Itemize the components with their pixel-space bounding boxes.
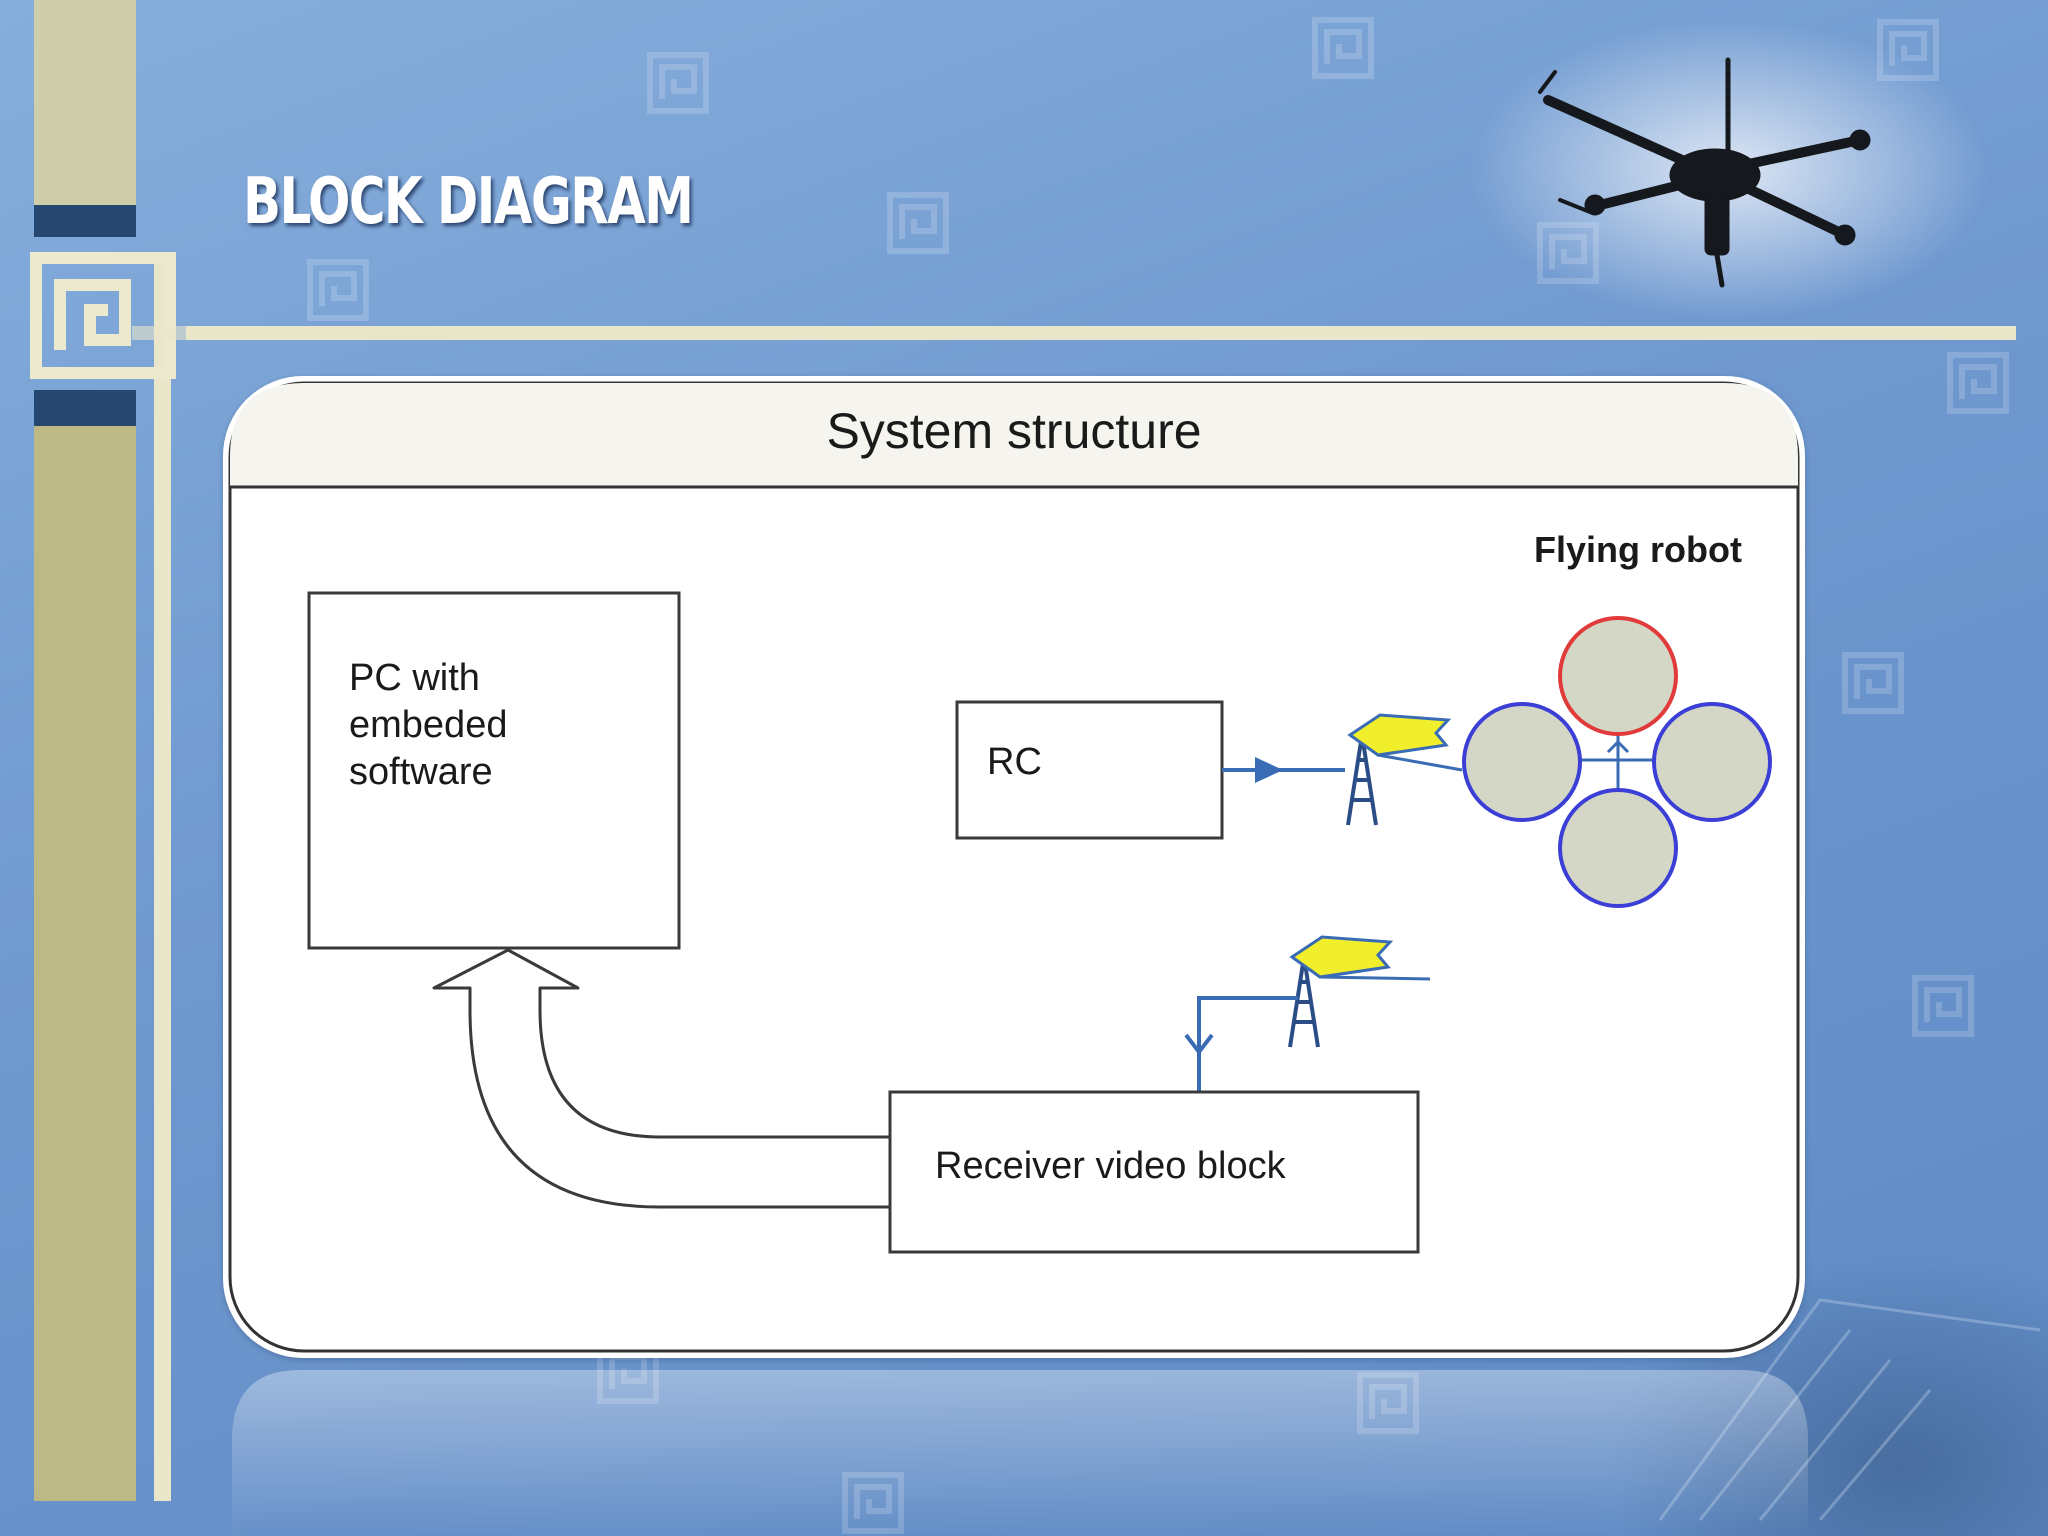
receiver-video-block-label: Receiver video block	[935, 1145, 1287, 1187]
header-rule	[186, 326, 2016, 340]
quadcopter-photo-icon	[1470, 20, 1990, 320]
antenna-tower-icon	[1346, 713, 1463, 826]
rotor-front	[1558, 616, 1678, 736]
rotor-right	[1652, 702, 1772, 822]
diagram-reflection	[232, 1370, 1808, 1536]
left-sidebar	[30, 0, 176, 1501]
rotor-left	[1462, 702, 1582, 822]
diagram-header: System structure	[826, 403, 1201, 459]
rc-block-label: RC	[987, 741, 1042, 783]
slide-title: BLOCK DIAGRAM	[243, 165, 694, 239]
rc-transmit-arrow	[1222, 757, 1345, 783]
pc-block-label-line-1: PC with	[349, 657, 480, 699]
receive-arrow	[1184, 996, 1298, 1092]
pc-block-label-line-2: embeded	[349, 704, 507, 746]
flying-robot-schematic	[1462, 616, 1772, 908]
antenna-tower-icon	[1288, 935, 1431, 1048]
flying-robot-label: Flying robot	[1534, 529, 1742, 570]
video-feed-arrow	[432, 948, 890, 1209]
rc-block: RC	[955, 700, 1224, 840]
receiver-video-block: Receiver video block	[888, 1090, 1420, 1254]
pc-block-label-line-3: software	[349, 751, 493, 793]
rotor-back	[1558, 788, 1678, 908]
pc-block: PC with embeded software	[307, 591, 681, 950]
meander-decoration-icon	[30, 252, 176, 379]
